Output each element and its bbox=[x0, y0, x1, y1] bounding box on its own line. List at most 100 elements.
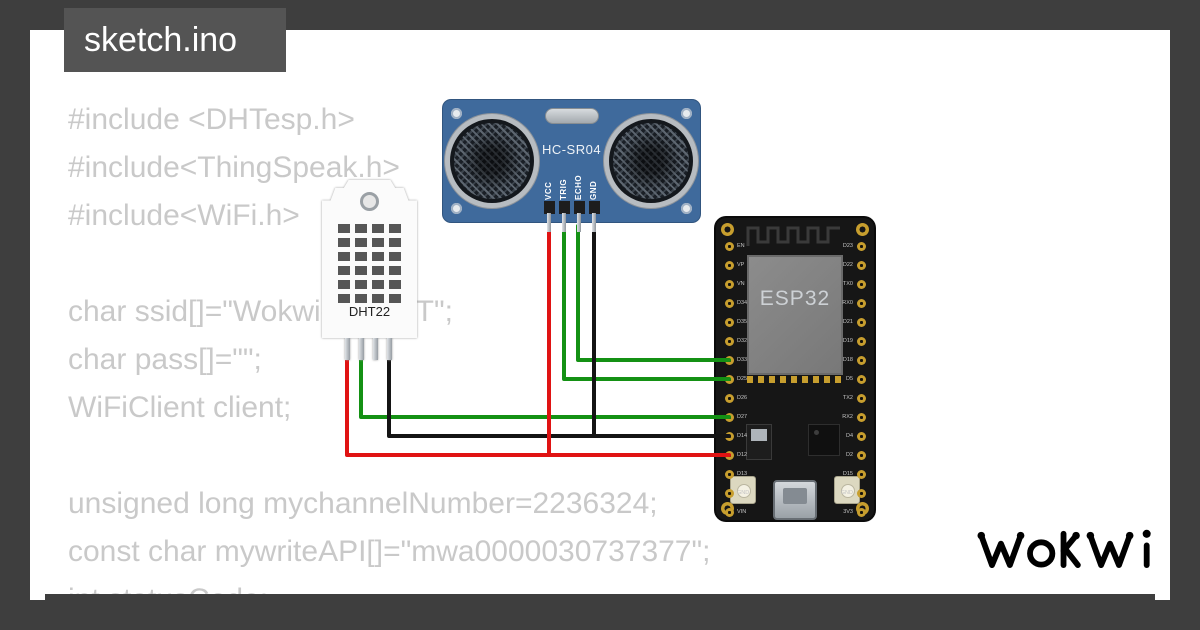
esp32-pin-label: D35 bbox=[737, 318, 748, 325]
dht22-pin-4[interactable] bbox=[386, 338, 392, 360]
hcsr04-pin-header[interactable] bbox=[558, 201, 570, 214]
hcsr04-pin-echo[interactable] bbox=[577, 213, 581, 232]
esp32-pin-left-d34[interactable] bbox=[724, 298, 734, 308]
hcsr04-pin-label-trig: TRIG bbox=[559, 178, 568, 200]
esp32-pin-left-vp[interactable] bbox=[724, 260, 734, 270]
wire-echo[interactable] bbox=[576, 224, 731, 362]
esp32-pin-label: D13 bbox=[737, 470, 748, 477]
esp32-pin-label: D2 bbox=[845, 451, 853, 458]
esp32-pin-right-d21[interactable] bbox=[856, 317, 866, 327]
esp32-pin-label: D15 bbox=[842, 470, 853, 477]
frame-left bbox=[0, 0, 30, 630]
wire-vcc-dht[interactable] bbox=[345, 350, 731, 457]
esp32-pin-label: D32 bbox=[737, 337, 748, 344]
esp32-pin-left-d26[interactable] bbox=[724, 393, 734, 403]
esp32-pin-label: D18 bbox=[842, 356, 853, 363]
dht22-pin-2[interactable] bbox=[358, 338, 364, 360]
esp32-mount-hole bbox=[721, 223, 734, 236]
esp32-pin-label: D26 bbox=[737, 394, 748, 401]
hcsr04-pin-gnd[interactable] bbox=[592, 213, 596, 232]
frame-right bbox=[1170, 0, 1200, 630]
hcsr04-oscillator bbox=[545, 108, 599, 124]
esp32-pin-left-d13[interactable] bbox=[724, 469, 734, 479]
wire-trig[interactable] bbox=[562, 224, 731, 381]
dht22-pin-1[interactable] bbox=[344, 338, 350, 360]
esp32-pin-label: D12 bbox=[737, 451, 748, 458]
dht22-top-hole bbox=[360, 192, 379, 211]
esp32-pin-left-d35[interactable] bbox=[724, 317, 734, 327]
esp32-pin-label: 3V3 bbox=[843, 508, 853, 515]
code-line-9: unsigned long mychannelNumber=2236324; bbox=[68, 487, 658, 520]
esp32-pin-right-d4[interactable] bbox=[856, 431, 866, 441]
esp32-pin-right-tx0[interactable] bbox=[856, 279, 866, 289]
esp32-pin-right-3v3[interactable] bbox=[856, 507, 866, 517]
esp32-pin-label: D21 bbox=[842, 318, 853, 325]
esp32-boot-button[interactable] bbox=[834, 476, 860, 504]
hcsr04-mount-hole bbox=[451, 108, 462, 119]
esp32-pin-right-d19[interactable] bbox=[856, 336, 866, 346]
esp32-pin-label: D33 bbox=[737, 356, 748, 363]
wire-gnd-dht[interactable] bbox=[387, 350, 731, 438]
esp32-pin-label: VP bbox=[737, 261, 745, 268]
hcsr04-pin-header[interactable] bbox=[588, 201, 600, 214]
code-line-2: #include<ThingSpeak.h> bbox=[68, 151, 400, 184]
esp32-pin-right-rx2[interactable] bbox=[856, 412, 866, 422]
hcsr04-mount-hole bbox=[451, 203, 462, 214]
code-line-7: WiFiClient client; bbox=[68, 391, 292, 424]
code-line-3: #include<WiFi.h> bbox=[68, 199, 300, 232]
esp32-module: ESP32 bbox=[747, 255, 843, 375]
wokwi-logo bbox=[977, 529, 1151, 569]
hcsr04-mount-hole bbox=[681, 108, 692, 119]
sketch-filename: sketch.ino bbox=[84, 20, 238, 59]
code-line-10: const char mywriteAPI[]="mwa000003073737… bbox=[68, 535, 711, 568]
hcsr04-pin-label-echo: ECHO bbox=[574, 174, 583, 200]
esp32-en-button[interactable] bbox=[730, 476, 756, 504]
hcsr04-mount-hole bbox=[681, 203, 692, 214]
esp32-antenna bbox=[746, 226, 840, 246]
wire-dht-data[interactable] bbox=[359, 350, 731, 419]
esp32-pin-label: D5 bbox=[845, 375, 853, 382]
hcsr04-pin-label-vcc: VCC bbox=[544, 181, 553, 200]
bottom-bar bbox=[45, 594, 1155, 630]
esp32-pin-label: RX2 bbox=[842, 413, 853, 420]
esp32-pin-right-d23[interactable] bbox=[856, 241, 866, 251]
esp32-module-label: ESP32 bbox=[759, 287, 831, 310]
code-line-6: char pass[]=""; bbox=[68, 343, 262, 376]
esp32-pin-left-vn[interactable] bbox=[724, 279, 734, 289]
hcsr04-pin-trig[interactable] bbox=[562, 213, 566, 232]
hcsr04-label: HC-SR04 bbox=[541, 142, 602, 157]
esp32-pin-right-d15[interactable] bbox=[856, 469, 866, 479]
esp32-pin-right-gnd[interactable] bbox=[856, 488, 866, 498]
code-line-1: #include <DHTesp.h> bbox=[68, 103, 355, 136]
esp32-usb-chip bbox=[808, 424, 840, 456]
hcsr04-pin-vcc[interactable] bbox=[547, 213, 551, 232]
dht22-pin-3[interactable] bbox=[372, 338, 378, 360]
esp32-usb-connector bbox=[773, 480, 817, 520]
esp32-pin-right-d18[interactable] bbox=[856, 355, 866, 365]
esp32-pin-right-tx2[interactable] bbox=[856, 393, 866, 403]
esp32-pin-right-rx0[interactable] bbox=[856, 298, 866, 308]
dht22-sensor[interactable]: DHT22 bbox=[322, 180, 417, 360]
esp32-pin-label: VIN bbox=[737, 508, 747, 515]
esp32-pin-left-gnd[interactable] bbox=[724, 488, 734, 498]
esp32-pin-right-d2[interactable] bbox=[856, 450, 866, 460]
esp32-voltage-regulator bbox=[746, 424, 772, 460]
esp32-pin-label: RX0 bbox=[842, 299, 853, 306]
esp32-pin-right-d22[interactable] bbox=[856, 260, 866, 270]
esp32-pin-label: GND bbox=[840, 489, 853, 496]
esp32-pin-right-d5[interactable] bbox=[856, 374, 866, 384]
esp32-pin-label: D34 bbox=[737, 299, 748, 306]
esp32-pin-left-vin[interactable] bbox=[724, 507, 734, 517]
ultrasonic-transducer-right bbox=[604, 114, 698, 208]
esp32-pin-left-en[interactable] bbox=[724, 241, 734, 251]
esp32-pin-label: D4 bbox=[845, 432, 853, 439]
esp32-pin-left-d32[interactable] bbox=[724, 336, 734, 346]
hcsr04-pin-header[interactable] bbox=[543, 201, 555, 214]
esp32-pin-label: D27 bbox=[737, 413, 748, 420]
esp32-pin-label: D25 bbox=[737, 375, 748, 382]
hcsr04-pin-header[interactable] bbox=[573, 201, 585, 214]
